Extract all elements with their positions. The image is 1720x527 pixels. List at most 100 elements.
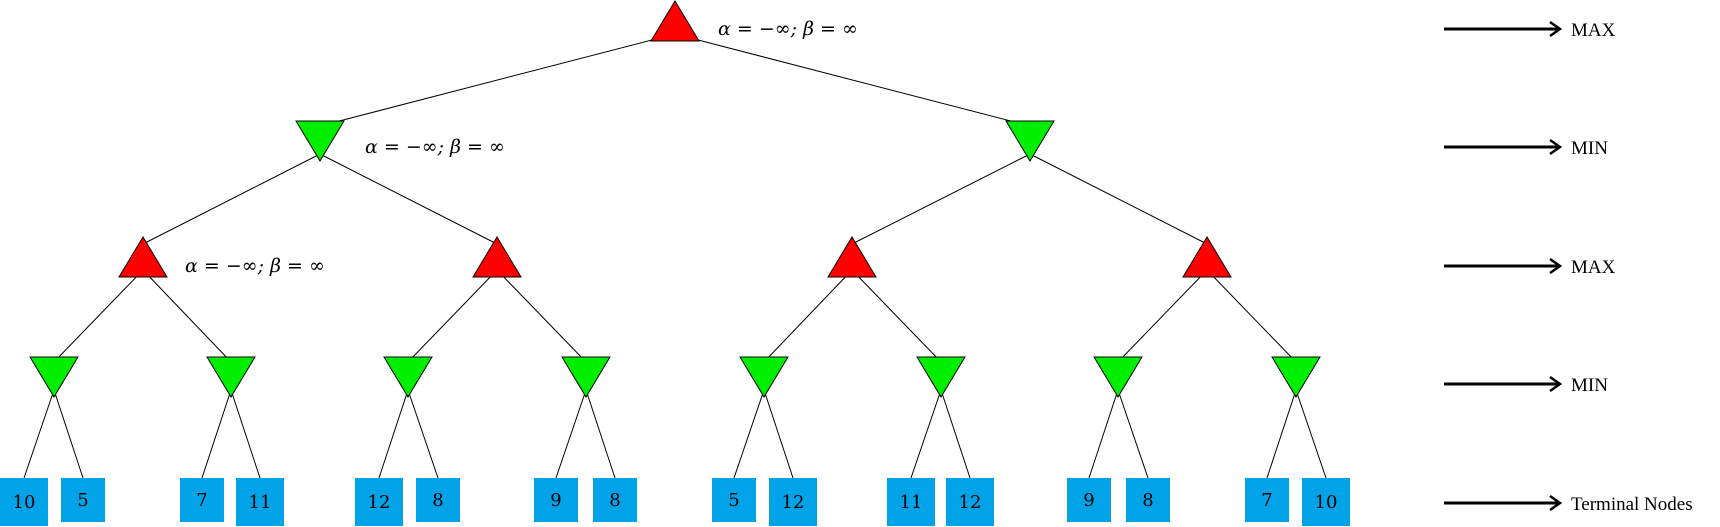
- tree-edge: [319, 153, 498, 245]
- terminal-node: 11: [887, 478, 935, 526]
- terminal-node-box: [1302, 478, 1350, 526]
- terminal-node-value: 8: [609, 490, 620, 511]
- terminal-node-value: 10: [13, 492, 36, 513]
- legend-row-max-bottom: MAX: [1444, 257, 1616, 278]
- max-node: [472, 236, 522, 278]
- terminal-node-box: [355, 478, 403, 526]
- terminal-node-value: 12: [959, 492, 982, 513]
- tree-edge: [1266, 389, 1297, 479]
- terminal-node-value: 7: [1261, 490, 1272, 511]
- terminal-node-box: [61, 478, 105, 522]
- tree-edges: [23, 33, 1327, 479]
- terminal-node: 11: [236, 478, 284, 526]
- terminal-node: 12: [769, 478, 817, 526]
- terminal-node-value: 9: [550, 490, 561, 511]
- terminal-node-box: [593, 478, 637, 522]
- terminal-node: 8: [1126, 478, 1170, 522]
- legend-label-min: MIN: [1571, 375, 1608, 396]
- terminal-node-value: 9: [1083, 490, 1094, 511]
- min-node: [383, 356, 433, 398]
- tree-edge: [555, 389, 587, 479]
- min-node: [561, 356, 611, 398]
- min-node: [206, 356, 256, 398]
- terminal-node-value: 11: [249, 492, 272, 513]
- tree-edge: [851, 153, 1031, 245]
- min-node-alpha-beta-label: α = −∞; β = ∞: [365, 136, 505, 158]
- root-alpha-beta-label: α = −∞; β = ∞: [718, 18, 858, 40]
- legend-label-min: MIN: [1571, 138, 1608, 159]
- legend-row-min-top: MIN: [1444, 138, 1608, 159]
- terminal-node-value: 5: [728, 490, 739, 511]
- terminal-node-value: 7: [196, 490, 207, 511]
- min-node: [1271, 356, 1321, 398]
- terminal-node-box: [1245, 478, 1289, 522]
- legend-row-terminal: Terminal Nodes: [1444, 494, 1693, 515]
- terminal-node-box: [534, 478, 578, 522]
- tree-edge: [1117, 389, 1149, 479]
- tree-edge: [319, 33, 676, 127]
- terminal-node: 5: [712, 478, 756, 522]
- terminal-node-value: 5: [77, 490, 88, 511]
- terminal-node: 10: [0, 478, 48, 526]
- min-node: [29, 356, 79, 398]
- min-node: [916, 356, 966, 398]
- tree-edge: [496, 269, 587, 363]
- tree-edge: [910, 389, 942, 479]
- arrow-right-icon: [1549, 257, 1563, 275]
- terminal-node: 7: [180, 478, 224, 522]
- tree-edge: [1029, 153, 1208, 245]
- tree-edge: [142, 153, 321, 245]
- arrow-right-icon: [1549, 138, 1563, 156]
- terminal-node-value: 12: [782, 492, 805, 513]
- max-node: [118, 236, 168, 278]
- terminal-node-box: [1126, 478, 1170, 522]
- tree-edge: [763, 269, 853, 363]
- tree-edge: [733, 389, 765, 479]
- terminal-node-box: [416, 478, 460, 522]
- tree-edge: [1206, 269, 1297, 363]
- terminal-node: 12: [355, 478, 403, 526]
- terminal-node: 10: [1302, 478, 1350, 526]
- terminal-node-box: [180, 478, 224, 522]
- tree-edge: [1117, 269, 1208, 363]
- tree-edge: [674, 33, 1031, 127]
- terminal-node-value: 11: [900, 492, 923, 513]
- tree-nodes: 10 5 7 11 12 8 9 8 5 12 11 12 9 8 7 10: [0, 0, 1350, 526]
- terminal-node: 9: [534, 478, 578, 522]
- terminal-node: 7: [1245, 478, 1289, 522]
- legend: MAX MIN MAX MIN Terminal Nodes: [1444, 20, 1693, 515]
- terminal-node: 8: [416, 478, 460, 522]
- tree-edge: [23, 389, 55, 479]
- legend-label-max: MAX: [1571, 257, 1616, 278]
- terminal-node-box: [887, 478, 935, 526]
- arrow-right-icon: [1549, 494, 1563, 512]
- tree-edge: [1088, 389, 1119, 479]
- tree-edge: [585, 389, 616, 479]
- tree-edge: [763, 389, 794, 479]
- legend-label-max: MAX: [1571, 20, 1616, 41]
- max-node-alpha-beta-label: α = −∞; β = ∞: [185, 255, 325, 277]
- terminal-node: 9: [1067, 478, 1111, 522]
- max-node: [827, 236, 877, 278]
- tree-edge: [201, 389, 232, 479]
- max-node: [650, 0, 700, 42]
- tree-edge: [378, 389, 409, 479]
- terminal-node-value: 12: [368, 492, 391, 513]
- terminal-node-box: [712, 478, 756, 522]
- tree-edge: [142, 269, 232, 363]
- tree-edge: [53, 269, 144, 363]
- tree-edge: [407, 389, 439, 479]
- terminal-node: 8: [593, 478, 637, 522]
- terminal-node-box: [1067, 478, 1111, 522]
- terminal-node-box: [769, 478, 817, 526]
- tree-edge: [53, 389, 84, 479]
- terminal-node: 5: [61, 478, 105, 522]
- arrow-right-icon: [1549, 375, 1563, 393]
- terminal-node-value: 8: [1142, 490, 1153, 511]
- terminal-node-box: [946, 478, 994, 526]
- tree-edge: [851, 269, 942, 363]
- min-node: [1093, 356, 1143, 398]
- tree-edge: [1295, 389, 1327, 479]
- tree-edge: [940, 389, 971, 479]
